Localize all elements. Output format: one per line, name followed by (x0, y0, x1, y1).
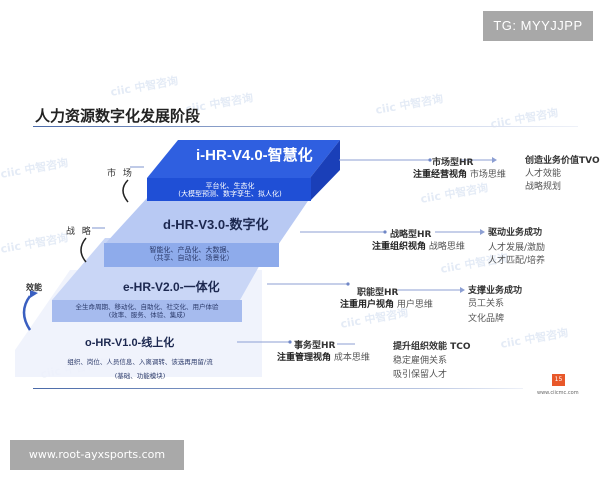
slide-title: 人力资源数字化发展阶段 (35, 107, 201, 125)
outcome-title: 支撑业务成功 (468, 286, 523, 296)
layer-title-v4: i-HR-V4.0-智慧化 (196, 147, 313, 164)
outcome-item: 吸引保留人才 (393, 370, 448, 380)
title-divider (33, 126, 578, 127)
outcome-tco: 提升组织效能 TCO 稳定雇佣关系 吸引保留人才 (393, 340, 471, 382)
outcome-title: 创造业务价值TVO (525, 156, 600, 166)
role-mindset: 战略思维 (428, 242, 465, 252)
outcome-title: 提升组织效能 TCO (393, 342, 471, 352)
layer-desc-v2-line2: (效率、服务、体验、集成) (108, 311, 186, 319)
role-focus: 注重用户视角 (340, 300, 395, 310)
layer-desc-v3-line1: 智能化、产品化、大数据、 (149, 246, 234, 254)
outcome-item: 人才效能 (525, 169, 562, 179)
outcome-item: 员工关系 (468, 299, 505, 309)
outcome-item: 文化品牌 (468, 314, 505, 324)
layer-desc-v3: 智能化、产品化、大数据、 （共享、自动化、场景化） (104, 246, 279, 262)
role-title: 事务型HR (294, 341, 336, 351)
role-mindset: 市场思维 (469, 170, 506, 180)
layer-title-v3: d-HR-V3.0-数字化 (163, 217, 269, 232)
role-focus: 注重组织视角 (372, 242, 427, 252)
telegram-badge: TG: MYYJJPP (483, 11, 593, 41)
outcome-support: 支撑业务成功 员工关系 文化品牌 (468, 285, 522, 326)
role-title: 职能型HR (357, 288, 399, 298)
website-badge: www.root-ayxsports.com (10, 440, 184, 470)
role-market: 市场型HR (432, 155, 473, 168)
outcome-title: 驱动业务成功 (488, 228, 543, 238)
outcome-item: 人才发展/激励 (488, 243, 546, 253)
layer-desc-v1-line2: (基础、功能模块) (114, 372, 166, 380)
outcome-tvo: 创造业务价值TVO 人才效能 战略规划 (525, 155, 600, 194)
layer-desc-v1: 组织、岗位、人员信息、入离调转、该选再用留/流 (基础、功能模块) (40, 355, 240, 383)
role-affairs-desc: 注重管理视角 成本思维 (277, 350, 370, 363)
role-strategy-desc: 注重组织视角 战略思维 (372, 239, 465, 252)
role-mindset: 用户思维 (396, 300, 433, 310)
role-function: 职能型HR (357, 285, 398, 298)
layer-desc-v4-line2: (大模型预测、数字孪生、拟人化) (178, 190, 282, 198)
footer-divider (33, 388, 523, 389)
layer-desc-v2-line1: 全生命周期、移动化、自助化、社交化、用户体验 (75, 303, 219, 311)
layer-desc-v2: 全生命周期、移动化、自助化、社交化、用户体验 (效率、服务、体验、集成) (52, 303, 242, 319)
layer-desc-v1-line1: 组织、岗位、人员信息、入离调转、该选再用留/流 (67, 358, 213, 366)
outcome-item: 人才匹配/培养 (488, 256, 546, 266)
role-mindset: 成本思维 (333, 353, 370, 363)
layer-desc-v3-line2: （共享、自动化、场景化） (149, 254, 234, 262)
outcome-drive: 驱动业务成功 人才发展/激励 人才匹配/培养 (488, 227, 545, 268)
outcome-item: 战略规划 (525, 182, 562, 192)
layer-desc-v4-line1: 平台化、生态化 (205, 182, 255, 190)
layer-title-v2: e-HR-V2.0-一体化 (123, 280, 220, 294)
role-strategy: 战略型HR (390, 227, 431, 240)
layer-desc-v4: 平台化、生态化 (大模型预测、数字孪生、拟人化) (150, 182, 310, 198)
page-number-badge: 15 (552, 374, 565, 386)
role-market-desc: 注重经营视角 市场思维 (413, 167, 506, 180)
role-focus: 注重管理视角 (277, 353, 332, 363)
side-label-strategy: 战 略 (66, 227, 93, 237)
layer-title-v1: o-HR-V1.0-线上化 (85, 337, 175, 349)
side-label-efficiency: 效能 (26, 283, 42, 292)
role-focus: 注重经营视角 (413, 170, 468, 180)
footer-url: www.ciicmc.com (537, 390, 579, 396)
role-function-desc: 注重用户视角 用户思维 (340, 297, 433, 310)
side-label-market: 市 场 (107, 169, 134, 179)
role-affairs: 事务型HR (294, 338, 335, 351)
role-title: 战略型HR (390, 230, 432, 240)
role-title: 市场型HR (432, 158, 474, 168)
outcome-item: 稳定雇佣关系 (393, 356, 448, 366)
